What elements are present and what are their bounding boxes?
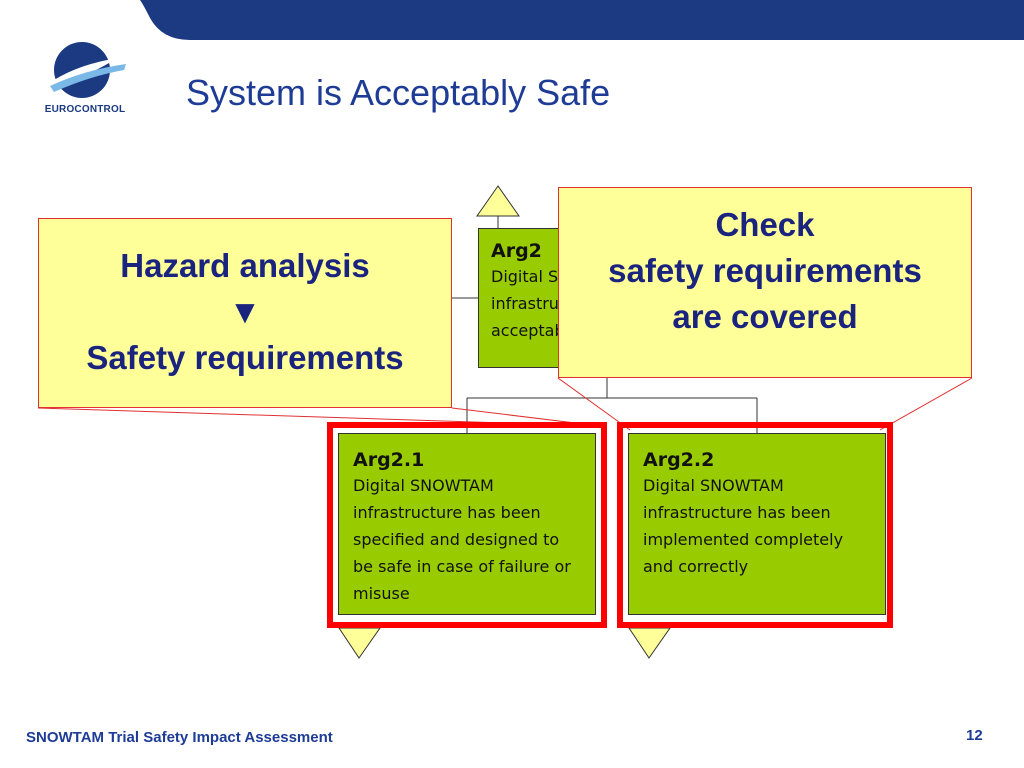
arg2-2-node: Arg2.2 Digital SNOWTAM infrastructure ha… (628, 433, 886, 615)
footer-text: SNOWTAM Trial Safety Impact Assessment (26, 729, 333, 746)
arg2-1-text: Digital SNOWTAM infrastructure has been … (353, 476, 571, 603)
callout-hazard-analysis: Hazard analysis ▼ Safety requirements (38, 218, 452, 408)
callout-right-line3: are covered (672, 298, 858, 335)
arg2-2-text: Digital SNOWTAM infrastructure has been … (643, 476, 844, 576)
callout-left-line3: Safety requirements (86, 339, 404, 376)
context-triangle-right (628, 627, 671, 659)
logo-text: EUROCONTROL (44, 104, 126, 115)
arg2-id: Arg2 (491, 240, 542, 262)
context-triangle-top (476, 185, 520, 217)
eurocontrol-logo (50, 42, 126, 98)
arg2-1-id: Arg2.1 (353, 449, 425, 471)
callout-check-requirements: Check safety requirements are covered (558, 187, 972, 378)
page-number: 12 (966, 727, 983, 744)
arg2-1-node: Arg2.1 Digital SNOWTAM infrastructure ha… (338, 433, 596, 615)
arg2-2-id: Arg2.2 (643, 449, 715, 471)
callout-right-line2: safety requirements (608, 252, 922, 289)
header-band (140, 0, 1024, 40)
callout-left-line1: Hazard analysis (120, 247, 370, 284)
page-title: System is Acceptably Safe (186, 72, 611, 113)
highlight-frame-arg2-2 (617, 422, 893, 628)
down-arrow-icon: ▼ (228, 293, 262, 330)
highlight-frame-arg2-1 (327, 422, 607, 628)
context-triangle-left (338, 627, 381, 659)
callout-right-line1: Check (715, 206, 815, 243)
